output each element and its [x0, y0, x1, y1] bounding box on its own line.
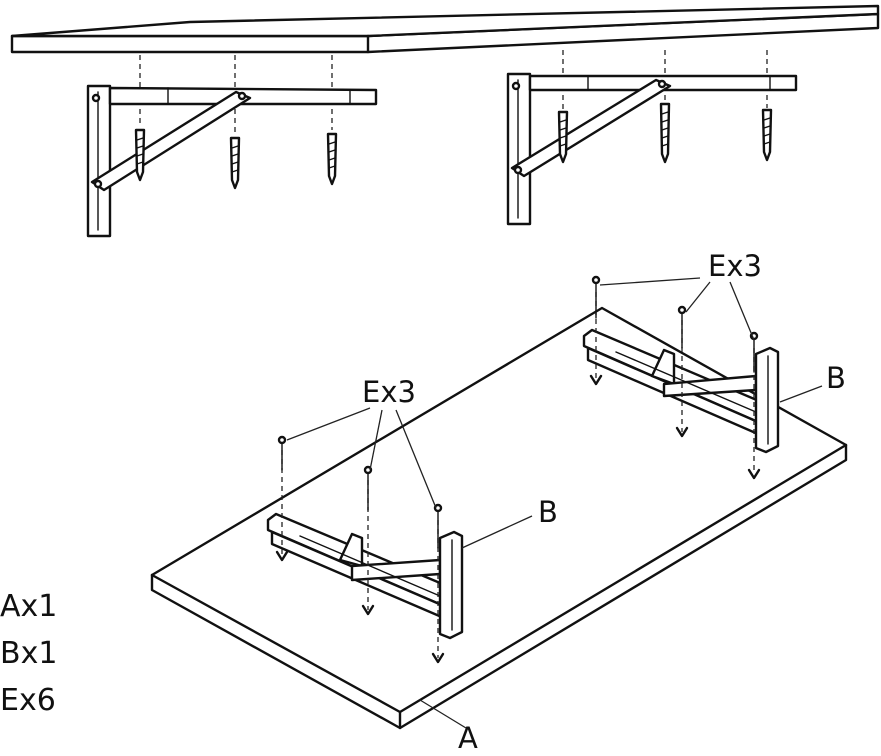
label-a: A: [458, 721, 478, 755]
assembly-view: Ex3 Ex3 B B A: [150, 249, 848, 755]
screw-icon: [659, 102, 671, 164]
parts-list: Ax1 Bx1 Ex6: [0, 589, 57, 718]
screw-icon: [326, 132, 338, 186]
label-b-right: B: [826, 361, 846, 395]
label-ex3-right: Ex3: [708, 249, 762, 283]
screw-icon: [134, 128, 146, 182]
parts-list-item: Bx1: [0, 636, 57, 671]
label-ex3-left: Ex3: [362, 375, 416, 409]
parts-list-item: Ex6: [0, 683, 56, 718]
screws-left-assembly: [275, 435, 445, 664]
bracket-right-mounted: [506, 72, 798, 226]
board-a: [150, 306, 848, 730]
bracket-right-assembly: [582, 328, 780, 454]
callout-labels: Ex3 Ex3 B B A: [362, 249, 846, 755]
screw-icon: [229, 136, 241, 190]
shelf-board-mounted: [10, 4, 880, 54]
bracket-left-mounted: [86, 84, 378, 238]
screws-top: [134, 102, 773, 190]
bracket-left-assembly: [266, 512, 464, 640]
mounted-shelf-view: [10, 4, 880, 238]
leader-lines: [286, 277, 823, 729]
label-b-left: B: [538, 495, 558, 529]
parts-list-item: Ax1: [0, 589, 57, 624]
screw-icon: [557, 110, 569, 164]
screw-icon: [761, 108, 773, 162]
